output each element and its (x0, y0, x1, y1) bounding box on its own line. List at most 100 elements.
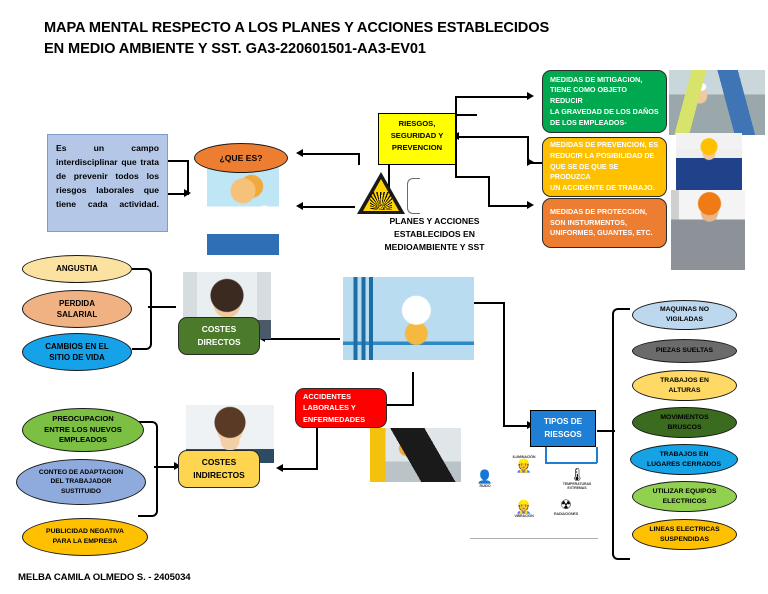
prevencion-line4: UN ACCIDENTE DE TRABAJO. (550, 183, 655, 193)
proteccion-line2: SON INSTURMENTOS, (550, 217, 627, 227)
arrowhead-queses-left (296, 149, 303, 157)
node-piezas-sueltas[interactable]: PIEZAS SUELTAS (632, 339, 737, 363)
prevencion-line1: MEDIDAS DE PREVENCION, ES (550, 140, 659, 150)
conteo-line1: CONTEO DE ADAPTACION (38, 468, 124, 476)
alturas-line2: ALTURAS (668, 386, 701, 394)
node-maquinas-no-vigiladas[interactable]: MAQUINAS NO VIGILADAS (632, 300, 737, 330)
node-utilizar-equipos-electricos[interactable]: UTILIZAR EQUIPOS ELECTRICOS (632, 481, 737, 512)
connector-to-costes-directos (262, 338, 340, 340)
photo-slip-and-fall (370, 428, 461, 482)
node-movimientos-bruscos[interactable]: MOVIMIENTOS BRUSCOS (632, 407, 737, 438)
brace-tipos-riesgos (612, 308, 630, 560)
alturas-line1: TRABAJOS EN (660, 376, 709, 384)
brace-center-small (407, 178, 420, 214)
temperature-caption: TEMPERATURAS EXTREMAS (562, 482, 592, 490)
photo-workers-inspection (669, 70, 765, 135)
proteccion-line1: MEDIDAS DE PROTECCION, (550, 206, 648, 216)
tipos-riesgos-line2: RIESGOS (544, 429, 582, 439)
perdida-line1: PERDIDA (58, 298, 95, 308)
connector-center-to-accidentes-v (412, 372, 414, 405)
radiation-icon: ☢ RADIACIONES (544, 498, 588, 516)
connector-tipos-icons-left (545, 447, 547, 463)
connector-queses-to-def-top (147, 160, 189, 162)
node-costes-directos[interactable]: COSTES DIRECTOS (178, 317, 260, 355)
angustia-label: ANGUSTIA (56, 264, 98, 274)
riesgos-line1: RIESGOS, (398, 119, 436, 128)
node-medidas-proteccion[interactable]: MEDIDAS DE PROTECCION, SON INSTURMENTOS,… (542, 198, 667, 248)
preocupacion-line3: EMPLEADOS (58, 435, 108, 445)
arrowhead-def-right (184, 189, 191, 197)
node-trabajos-en-alturas[interactable]: TRABAJOS EN ALTURAS (632, 370, 737, 401)
node-perdida-salarial[interactable]: PERDIDA SALARIAL (22, 290, 132, 328)
page-title: MAPA MENTAL RESPECTO A LOS PLANES Y ACCI… (44, 18, 684, 60)
publicidad-line2: PARA LA EMPRESA (52, 538, 118, 545)
perdida-line2: SALARIAL (56, 310, 98, 319)
accidentes-line3: ENFERMEDADES (303, 414, 366, 424)
connector-info-to-tipos-h2 (503, 425, 529, 427)
equipos-line2: ELECTRICOS (662, 497, 707, 505)
connector-queses-to-def-v (187, 160, 189, 195)
center-label-line2: ESTABLECIDOS EN (393, 228, 475, 239)
connector-tipos-icons-right (596, 447, 598, 463)
brace-tipos-stem (597, 430, 615, 432)
node-medidas-prevencion[interactable]: MEDIDAS DE PREVENCION, ES REDUCIR LA POS… (542, 137, 667, 197)
node-preocupacion-nuevos-empleados[interactable]: PREOCUPACION ENTRE LOS NUEVOS EMPLEADOS (22, 408, 144, 452)
prevencion-line3: QUE SE DE QUE SE PRODUZCA (550, 161, 619, 182)
accidentes-line2: LABORALES Y (303, 403, 356, 413)
connector-accidentes-to-indirectos (280, 468, 318, 470)
node-costes-indirectos[interactable]: COSTES INDIRECTOS (178, 450, 260, 488)
connector-riesgos-trunk-down (455, 114, 457, 178)
lighting-caption: ILUMINACIÓN (512, 455, 536, 459)
preocupacion-line1: PREOCUPACION (52, 413, 114, 423)
connector-info-to-tipos-h1 (474, 302, 504, 304)
node-medidas-mitigacion[interactable]: MEDIDAS DE MITIGACION, TIENE COMO OBJETO… (542, 70, 667, 133)
risk-factors-icon-cluster: 👤 RUIDO ILUMINACIÓN 👷 🌡 TEMPERATURAS EXT… (466, 452, 601, 534)
noise-caption: RUIDO (479, 484, 491, 488)
connector-to-mitigacion (455, 96, 530, 98)
arrowhead-mitigacion (527, 92, 534, 100)
risk-cluster-underline (470, 538, 598, 539)
center-label-line3: MEDIOAMBIENTE Y SST (384, 241, 485, 252)
connector-accidentes-v (316, 428, 318, 470)
author-footer: MELBA CAMILA OLMEDO S. - 2405034 (18, 572, 191, 583)
vibration-icon: 👷 VIBRACIÓN (504, 500, 544, 518)
publicidad-line1: PUBLICIDAD NEGATIVA (46, 528, 124, 536)
node-que-es[interactable]: ¿QUE ES? (194, 143, 288, 173)
illustration-thinking-person (207, 167, 279, 255)
preocupacion-line2: ENTRE LOS NUEVOS (44, 424, 122, 434)
illustration-infographic-ideas (343, 277, 474, 360)
vibration-caption: VIBRACIÓN (514, 514, 534, 518)
lineas-line2: SUSPENDIDAS (659, 535, 710, 543)
connector-queses-v (358, 153, 360, 165)
node-lineas-electricas-suspendidas[interactable]: LINEAS ELECTRICAS SUSPENDIDAS (632, 519, 737, 550)
node-trabajos-lugares-cerrados[interactable]: TRABAJOS EN LUGARES CERRADOS (630, 444, 738, 475)
connector-proteccion-h1 (455, 176, 490, 178)
node-tipos-de-riesgos[interactable]: TIPOS DE RIESGOS (530, 410, 596, 447)
costes-indirectos-line2: INDIRECTOS (193, 470, 245, 480)
costes-indirectos-line1: COSTES (201, 457, 237, 468)
equipos-line1: UTILIZAR EQUIPOS (652, 487, 717, 495)
arrowhead-costes-indirectos (276, 464, 283, 472)
connector-queses-to-def-bottom (147, 193, 189, 195)
tipos-riesgos-line1: TIPOS DE (543, 417, 583, 427)
arrowhead-left-center (296, 202, 303, 210)
node-accidentes-laborales[interactable]: ACCIDENTES LABORALES Y ENFERMEDADES (295, 388, 387, 428)
node-cambios-sitio-de-vida[interactable]: CAMBIOS EN EL SITIO DE VIDA (22, 333, 132, 371)
connector-into-queses (300, 153, 360, 155)
connector-proteccion-h2 (488, 205, 530, 207)
node-riesgos-seguridad-prevencion[interactable]: RIESGOS, SEGURIDAD Y PREVENCION (378, 113, 456, 165)
cambios-line1: CAMBIOS EN EL (45, 341, 109, 351)
que-es-label: ¿QUE ES? (219, 152, 263, 163)
connector-proteccion-v (488, 176, 490, 207)
cerrados-line2: LUGARES CERRADOS (646, 460, 722, 468)
extreme-temperature-icon: 🌡 TEMPERATURAS EXTREMAS (554, 468, 600, 490)
node-conteo-adaptacion-trabajador[interactable]: CONTEO DE ADAPTACION DEL TRABAJADOR SUST… (16, 459, 146, 505)
brace-costes-indirectos (138, 421, 158, 517)
arrowhead-indirectos-stem (174, 462, 181, 470)
riesgos-line2: SEGURIDAD Y (390, 130, 444, 140)
node-publicidad-negativa[interactable]: PUBLICIDAD NEGATIVA PARA LA EMPRESA (22, 518, 148, 556)
connector-tipos-icons-h (545, 462, 597, 464)
node-angustia[interactable]: ANGUSTIA (22, 255, 132, 283)
node-definicion: Es un campo interdisciplinar que trata d… (47, 134, 168, 232)
